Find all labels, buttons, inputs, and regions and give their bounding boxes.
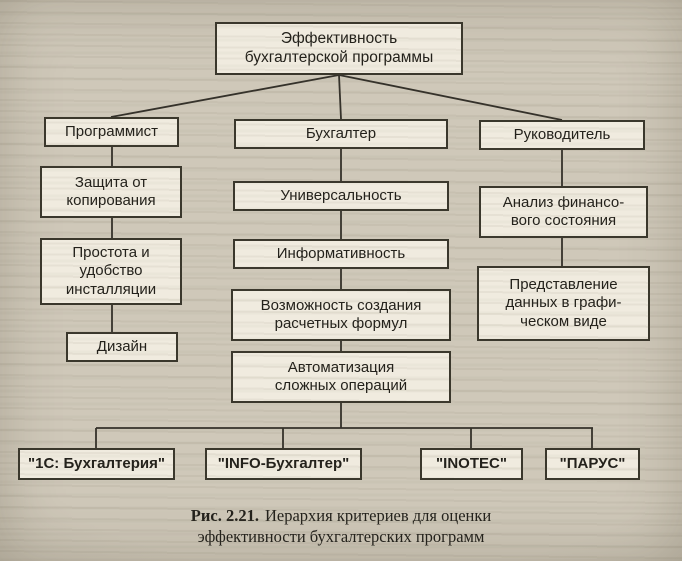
node-programmer: Программист	[44, 117, 179, 147]
node-accountant: Бухгалтер	[234, 119, 448, 149]
node-calculation-formulas: Возможность создания расчетных формул	[231, 289, 451, 341]
node-product-inotec: "INOTEC"	[420, 448, 523, 480]
node-automation: Автоматизация сложных операций	[231, 351, 451, 403]
figure-caption-text: Иерархия критериев для оценки эффективно…	[197, 506, 492, 547]
node-universality: Универсальность	[233, 181, 449, 211]
node-financial-analysis: Анализ финансо- вого состояния	[479, 186, 648, 238]
node-copy-protection: Защита от копирования	[40, 166, 182, 218]
figure-caption: Рис. 2.21.Иерархия критериев для оценки …	[100, 505, 582, 548]
node-design: Дизайн	[66, 332, 178, 362]
node-product-1c-buhgalteria: "1С: Бухгалтерия"	[18, 448, 175, 480]
node-product-parus: "ПАРУС"	[545, 448, 640, 480]
figure-caption-number: Рис. 2.21.	[190, 506, 259, 525]
node-install-simplicity: Простота и удобство инсталляции	[40, 238, 182, 305]
node-informativity: Информативность	[233, 239, 449, 269]
node-product-info-buhgalter: "INFO-Бухгалтер"	[205, 448, 362, 480]
node-root-effectiveness: Эффективность бухгалтерской программы	[215, 22, 463, 75]
node-graphic-presentation: Представление данных в графи- ческом вид…	[477, 266, 650, 341]
node-manager: Руководитель	[479, 120, 645, 150]
